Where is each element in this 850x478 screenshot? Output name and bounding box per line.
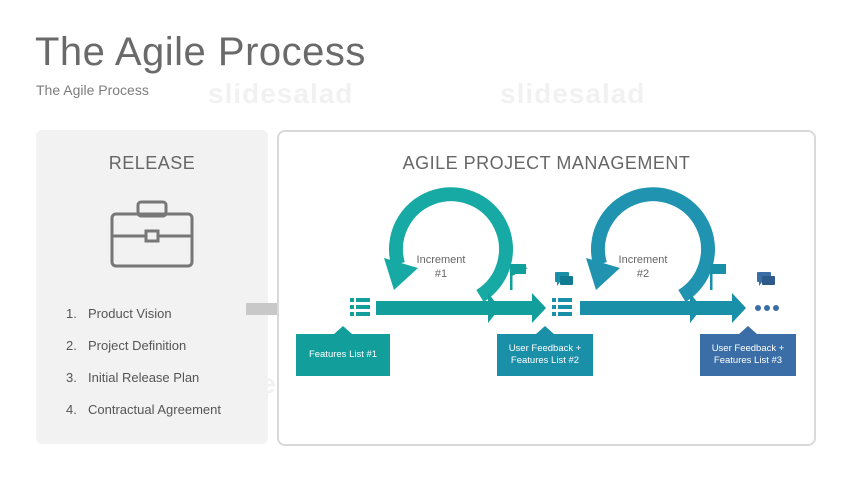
loop-arrowhead	[384, 258, 418, 290]
chat-icon	[555, 272, 573, 286]
list-icon	[552, 298, 572, 316]
list-item: 1.Product Vision	[66, 306, 172, 321]
flag-icon	[510, 264, 528, 290]
release-list: 1.Product Vision 2.Project Definition 3.…	[66, 306, 221, 434]
loop-arrowhead	[586, 258, 620, 290]
ellipsis-icon	[755, 305, 779, 311]
flow-arrow	[686, 293, 746, 323]
page-subtitle: The Agile Process	[36, 82, 149, 98]
release-panel: RELEASE 1.Product Vision 2.Project Defin…	[36, 130, 268, 444]
increment-loop-2	[591, 187, 715, 302]
increment-label: Increment #1	[416, 254, 466, 280]
flag-icon	[710, 264, 726, 290]
increment-loop-1	[389, 187, 513, 302]
watermark: slidesalad	[208, 78, 354, 109]
watermark: slidesalad	[500, 78, 646, 109]
agile-title: AGILE PROJECT MANAGEMENT	[402, 153, 691, 173]
list-item: 2.Project Definition	[66, 338, 187, 353]
flow-arrow	[580, 293, 702, 323]
page-title: The Agile Process	[35, 30, 366, 74]
list-item: 3.Initial Release Plan	[66, 370, 200, 385]
features-list-callout: Features List #1	[296, 326, 390, 376]
chat-icon	[757, 272, 775, 286]
flow-arrow	[376, 293, 500, 323]
agile-panel: AGILE PROJECT MANAGEMENT	[277, 130, 816, 446]
increment-label: Increment #2	[618, 254, 668, 280]
feedback-callout: User Feedback + Features List #2	[497, 326, 593, 376]
list-icon	[350, 298, 370, 316]
flow-arrow	[484, 293, 546, 323]
briefcase-icon	[110, 200, 194, 268]
release-title: RELEASE	[108, 153, 196, 173]
feedback-callout: User Feedback + Features List #3	[700, 326, 796, 376]
list-item: 4.Contractual Agreement	[66, 402, 221, 417]
